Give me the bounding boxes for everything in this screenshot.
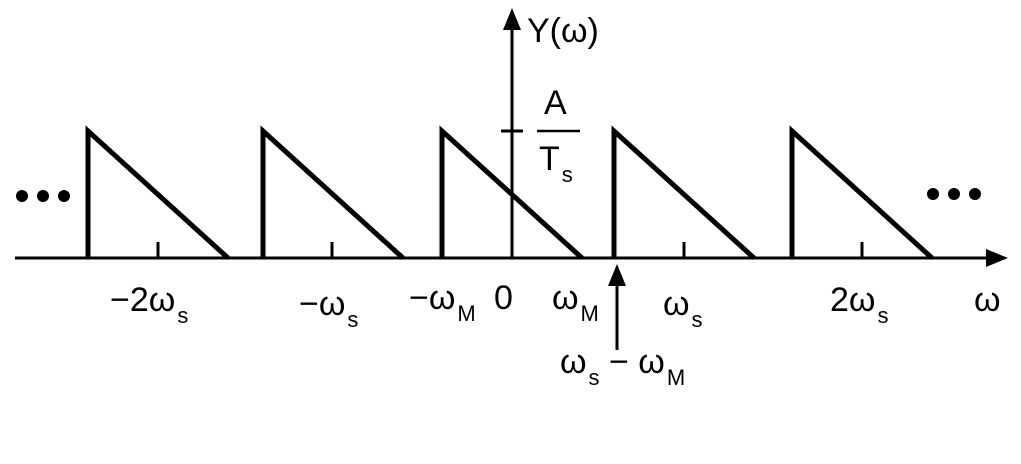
label-wM: ωM [552, 279, 599, 325]
label-neg-ws-sub: s [347, 307, 359, 332]
label-ws: ωs [663, 285, 703, 331]
replica-center [439, 125, 584, 260]
label-2ws-main: 2ω [830, 281, 876, 319]
amplitude-denominator: Ts [539, 140, 573, 186]
replica-plus-1 [611, 125, 756, 260]
label-ws-sub: s [691, 307, 703, 332]
replica-minus-1 [260, 125, 405, 260]
ellipsis-left-dot [16, 190, 28, 202]
amplitude-denominator-main: T [539, 140, 560, 178]
label-ws-minus-wM-op: − [599, 343, 639, 381]
label-ws-minus-wM-main1: ω [560, 343, 587, 381]
label-2ws-sub: s [877, 303, 889, 328]
x-axis-arrowhead [986, 249, 1008, 267]
amplitude-numerator: A [544, 84, 567, 122]
replica-plus-2 [789, 125, 934, 260]
label-neg-ws: −ωs [299, 285, 358, 331]
label-wM-main: ω [552, 279, 579, 317]
label-neg-wM-main: −ω [409, 279, 456, 317]
label-2ws: 2ωs [830, 281, 888, 327]
replica-minus-2 [85, 125, 230, 260]
label-ws-minus-wM: ωs − ωM [560, 343, 685, 389]
ellipsis-right-dot [948, 188, 960, 200]
label-ws-minus-wM-sub2: M [666, 365, 686, 390]
ellipsis-left-dot [58, 190, 70, 202]
ellipsis-left-dot [37, 190, 49, 202]
label-ws-minus-wM-main2: ω [638, 343, 665, 381]
label-neg-ws-main: −ω [299, 285, 346, 323]
label-neg-2ws: −2ωs [110, 281, 188, 327]
label-neg-2ws-main: −2ω [110, 281, 176, 319]
label-ws-main: ω [663, 285, 690, 323]
y-axis-arrowhead [503, 8, 521, 30]
ellipsis-right-dot [927, 188, 939, 200]
label-neg-wM: −ωM [409, 279, 476, 325]
ws-minus-wM-arrowhead [608, 264, 626, 286]
y-axis-title: Y(ω) [527, 12, 599, 50]
label-neg-2ws-sub: s [177, 303, 189, 328]
label-neg-wM-sub: M [457, 301, 476, 326]
ellipsis-right-dot [969, 188, 981, 200]
label-zero: 0 [494, 279, 513, 317]
x-axis-label: ω [974, 281, 1001, 319]
label-ws-minus-wM-sub1: s [588, 365, 600, 390]
amplitude-denominator-sub: s [561, 162, 573, 187]
label-wM-sub: M [580, 301, 599, 326]
